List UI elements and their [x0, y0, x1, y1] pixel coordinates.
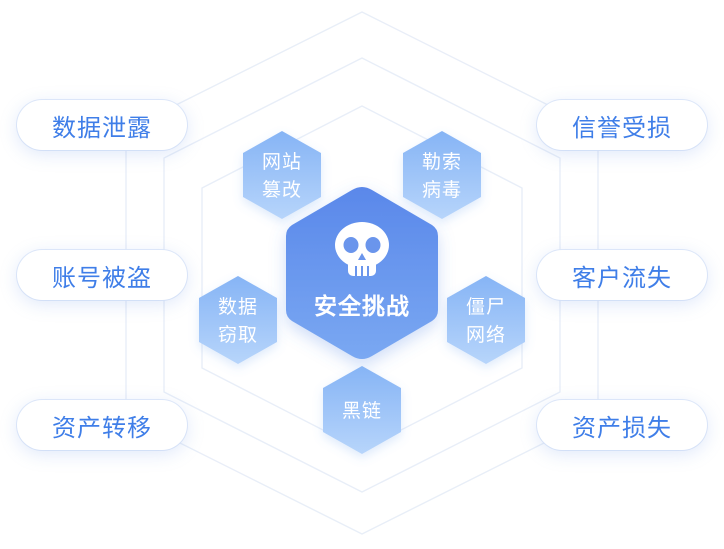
threat-label-website-tamper: 网站 篡改 — [261, 151, 302, 201]
impact-pill-data-leak: 数据泄露 — [17, 100, 187, 150]
center-title: 安全挑战 — [314, 294, 410, 320]
threat-label-data-theft: 数据 窃取 — [217, 296, 258, 346]
impact-pill-customer-loss: 客户流失 — [537, 250, 707, 300]
skull-icon — [335, 222, 389, 276]
threat-label-ransomware: 勒索 病毒 — [421, 151, 462, 201]
threat-label-black-chain: 黑链 — [341, 400, 382, 422]
hex-zombie-network — [447, 276, 525, 364]
middle-hexagon-ring — [163, 57, 561, 493]
impact-pill-asset-transfer: 资产转移 — [17, 400, 187, 450]
hex-black-chain — [323, 366, 401, 454]
hex-website-tamper — [243, 131, 321, 219]
impact-pill-reputation-damage: 信誉受损 — [537, 100, 707, 150]
threat-label-zombie-network: 僵尸 网络 — [465, 296, 506, 346]
impact-pill-asset-loss: 资产损失 — [537, 400, 707, 450]
hex-ransomware — [403, 131, 481, 219]
impact-pill-account-stolen: 账号被盗 — [17, 250, 187, 300]
hex-data-theft — [199, 276, 277, 364]
